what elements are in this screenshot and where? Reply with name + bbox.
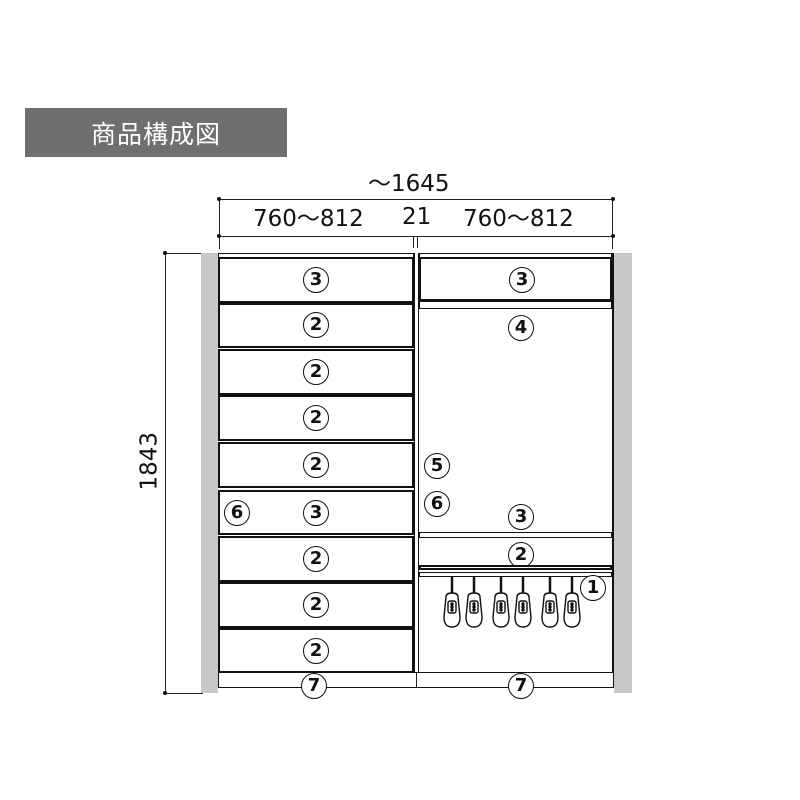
drawer-5[interactable]: 2 xyxy=(218,442,414,488)
part-badge: 3 xyxy=(303,267,329,293)
part-badge: 2 xyxy=(303,359,329,385)
center-lower-badge: 6 xyxy=(424,491,450,517)
side-panel-badge: 6 xyxy=(224,500,250,526)
dimension-dot xyxy=(163,251,167,255)
extension-line xyxy=(417,236,418,248)
right-wall xyxy=(614,253,632,693)
drawer-8[interactable]: 2 xyxy=(218,582,414,628)
height-line xyxy=(165,253,166,693)
gap-width-label: 21 xyxy=(402,204,432,230)
left-width-label: 760〜812 xyxy=(253,206,364,232)
right-top-drawer[interactable]: 3 xyxy=(419,257,612,301)
extension-line xyxy=(165,253,203,254)
height-label: 1843 xyxy=(136,431,163,491)
right-base-badge: 7 xyxy=(508,673,534,699)
total-width-line xyxy=(219,199,613,200)
hanging-area: 4 xyxy=(419,309,612,509)
right-drawer[interactable]: 2 xyxy=(419,538,612,568)
extension-line xyxy=(165,693,203,694)
extension-line xyxy=(612,199,613,249)
drawer-7[interactable]: 2 xyxy=(218,536,414,582)
part-badge: 2 xyxy=(303,638,329,664)
middle-shelf xyxy=(419,532,612,538)
drawer-4[interactable]: 2 xyxy=(218,395,414,441)
extension-line xyxy=(413,236,414,248)
part-badge: 2 xyxy=(303,546,329,572)
part-badge: 2 xyxy=(303,452,329,478)
extension-line xyxy=(219,199,220,249)
part-badge: 2 xyxy=(303,592,329,618)
hanger-rail-badge: 1 xyxy=(580,575,606,601)
hanger-group xyxy=(441,577,591,633)
part-badge: 2 xyxy=(508,542,534,568)
plinth-divider xyxy=(416,673,417,687)
part-badge: 3 xyxy=(303,500,329,526)
center-upper-badge: 5 xyxy=(424,453,450,479)
part-badge: 2 xyxy=(303,405,329,431)
drawer-2[interactable]: 2 xyxy=(218,303,414,348)
left-unit: 3 2 2 2 2 6 3 2 2 2 xyxy=(218,253,416,673)
right-width-label: 760〜812 xyxy=(463,206,574,232)
diagram-title: 商品構成図 xyxy=(25,108,287,157)
unit-width-line xyxy=(219,236,613,237)
drawer-bottom-rail xyxy=(419,565,612,570)
center-divider xyxy=(414,253,419,672)
left-wall xyxy=(201,253,218,693)
part-badge: 3 xyxy=(509,267,535,293)
dimension-dot xyxy=(163,691,167,695)
base-plinth xyxy=(218,672,614,688)
dimension-dot xyxy=(611,234,615,238)
drawer-6[interactable]: 6 3 xyxy=(218,490,414,535)
total-width-label: 〜1645 xyxy=(368,171,450,197)
drawer-1[interactable]: 3 xyxy=(218,257,414,303)
hanger-rail[interactable] xyxy=(419,572,612,577)
drawer-3[interactable]: 2 xyxy=(218,349,414,395)
part-badge: 3 xyxy=(508,504,534,530)
hangers-icon xyxy=(443,577,581,628)
drawer-9[interactable]: 2 xyxy=(218,628,414,673)
dimension-dot xyxy=(611,197,615,201)
right-unit: 3 4 3 2 xyxy=(419,253,614,673)
part-badge: 2 xyxy=(303,312,329,338)
left-base-badge: 7 xyxy=(301,673,327,699)
shelf-rail xyxy=(419,301,612,309)
part-badge: 4 xyxy=(508,315,534,341)
